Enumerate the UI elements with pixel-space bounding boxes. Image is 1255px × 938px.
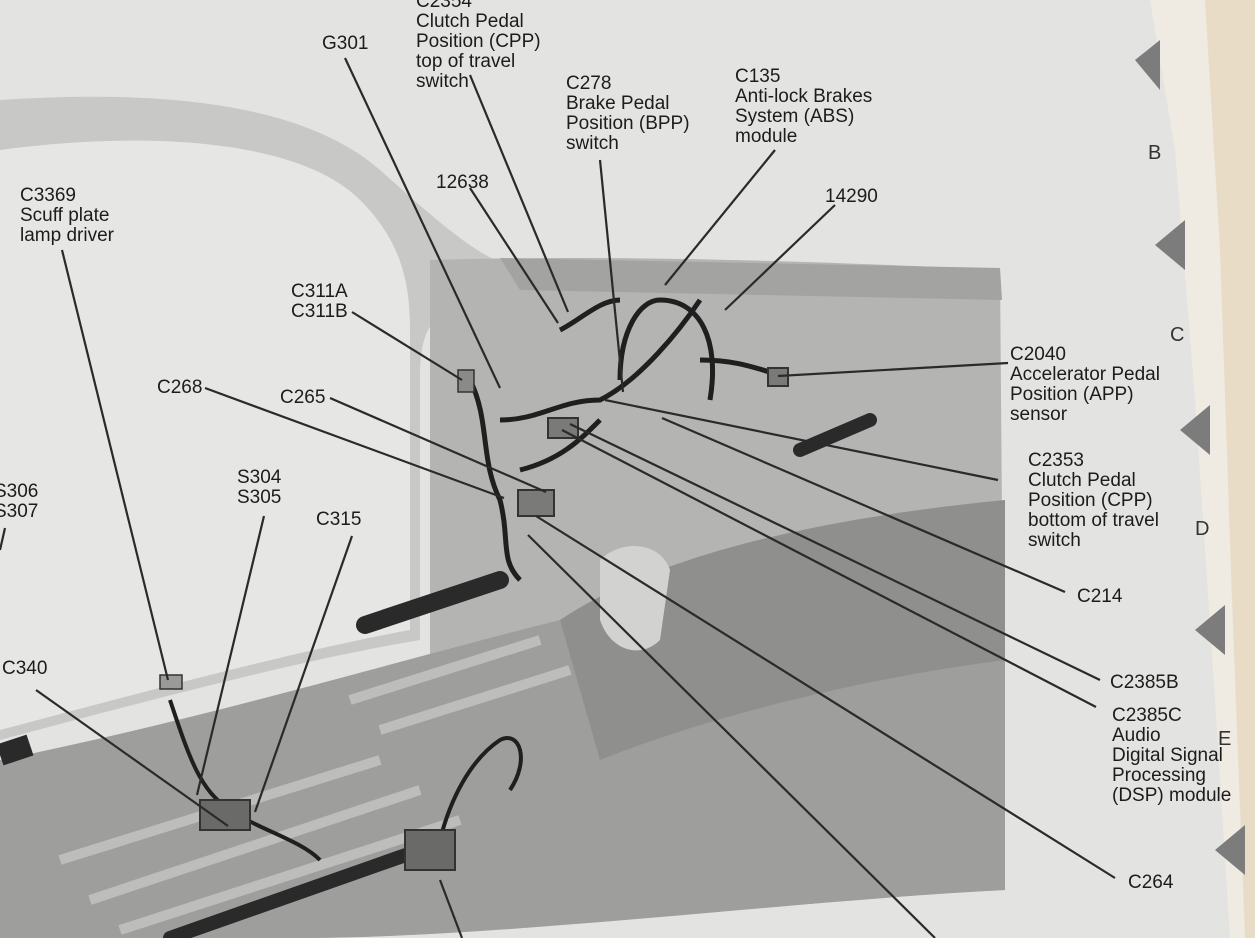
label-c2385c: C2385C Audio Digital Signal Processing (… <box>1112 705 1232 806</box>
leader-floor <box>438 879 464 938</box>
label-s304: S304 S305 <box>237 467 282 508</box>
leader-c268 <box>204 386 505 500</box>
label-12638: 12638 <box>436 172 489 193</box>
leader-c2385c <box>561 429 1097 708</box>
grid-letter-d: D <box>1195 518 1210 540</box>
leader-14290 <box>724 204 836 311</box>
label-c340: C340 <box>2 658 48 679</box>
leader-c278 <box>598 159 625 393</box>
leader-c135 <box>664 149 776 286</box>
label-c214: C214 <box>1077 586 1123 607</box>
connector-floor <box>404 829 456 871</box>
label-14290: 14290 <box>825 186 878 207</box>
label-c2385b: C2385B <box>1110 672 1179 693</box>
label-c278: C278 Brake Pedal Position (BPP) switch <box>566 73 690 154</box>
label-g301: G301 <box>322 33 369 54</box>
grid-letter-e: E <box>1218 728 1232 750</box>
label-c135: C135 Anti-lock Brakes System (ABS) modul… <box>735 66 873 147</box>
harness-hose-floor <box>163 843 427 938</box>
label-c265: C265 <box>280 387 326 408</box>
label-c2354: C2354 Clutch Pedal Position (CPP) top of… <box>416 0 541 92</box>
connector-c311 <box>457 369 475 393</box>
connector-c3369 <box>159 674 183 690</box>
label-c2353: C2353 Clutch Pedal Position (CPP) bottom… <box>1028 450 1159 551</box>
index-tab-3 <box>1180 405 1210 455</box>
leader-c2353 <box>604 398 999 482</box>
index-tab-4 <box>1195 605 1225 655</box>
leader-c264-b <box>527 534 936 938</box>
index-tab-5 <box>1215 825 1245 875</box>
label-c311: C311A C311B <box>291 281 348 322</box>
leader-c264 <box>535 515 1116 879</box>
rocker-tube <box>0 734 34 766</box>
leader-g301 <box>344 57 501 389</box>
dash-top-rail <box>500 258 1002 300</box>
index-tab-2 <box>1155 220 1185 270</box>
label-c315: C315 <box>316 509 362 530</box>
label-c2040: C2040 Accelerator Pedal Position (APP) s… <box>1010 344 1160 425</box>
door-opening <box>0 140 410 730</box>
leader-c315 <box>253 535 354 813</box>
leader-c311 <box>351 311 463 381</box>
leader-lines <box>0 57 1116 938</box>
label-c3369: C3369 Scuff plate lamp driver <box>20 185 114 246</box>
grid-letter-b: B <box>1148 142 1162 164</box>
harness-hose-right <box>793 413 877 457</box>
leader-c214 <box>661 416 1066 594</box>
wiring-harness <box>467 297 781 582</box>
grid-letter-c: C <box>1170 324 1185 346</box>
connector-c340 <box>199 799 251 831</box>
harness-hose-left <box>356 571 509 634</box>
label-c268: C268 <box>157 377 203 398</box>
index-tab-1 <box>1135 40 1160 90</box>
leader-c265 <box>329 396 547 494</box>
leader-s306 <box>0 527 7 551</box>
label-s306: S306 S307 <box>0 481 39 522</box>
leader-c340 <box>35 689 229 827</box>
leader-c2354 <box>468 74 570 313</box>
connector-c2040 <box>767 367 789 387</box>
leader-c2385b <box>569 423 1101 681</box>
leader-s304 <box>195 515 266 796</box>
leader-c3369 <box>60 249 170 681</box>
leader-12638 <box>469 187 559 324</box>
page-edge-tan <box>1205 0 1255 938</box>
label-c264: C264 <box>1128 872 1174 893</box>
leader-c2040 <box>777 361 1009 378</box>
connector-c264 <box>517 489 555 517</box>
transmission-tunnel <box>560 500 1005 760</box>
